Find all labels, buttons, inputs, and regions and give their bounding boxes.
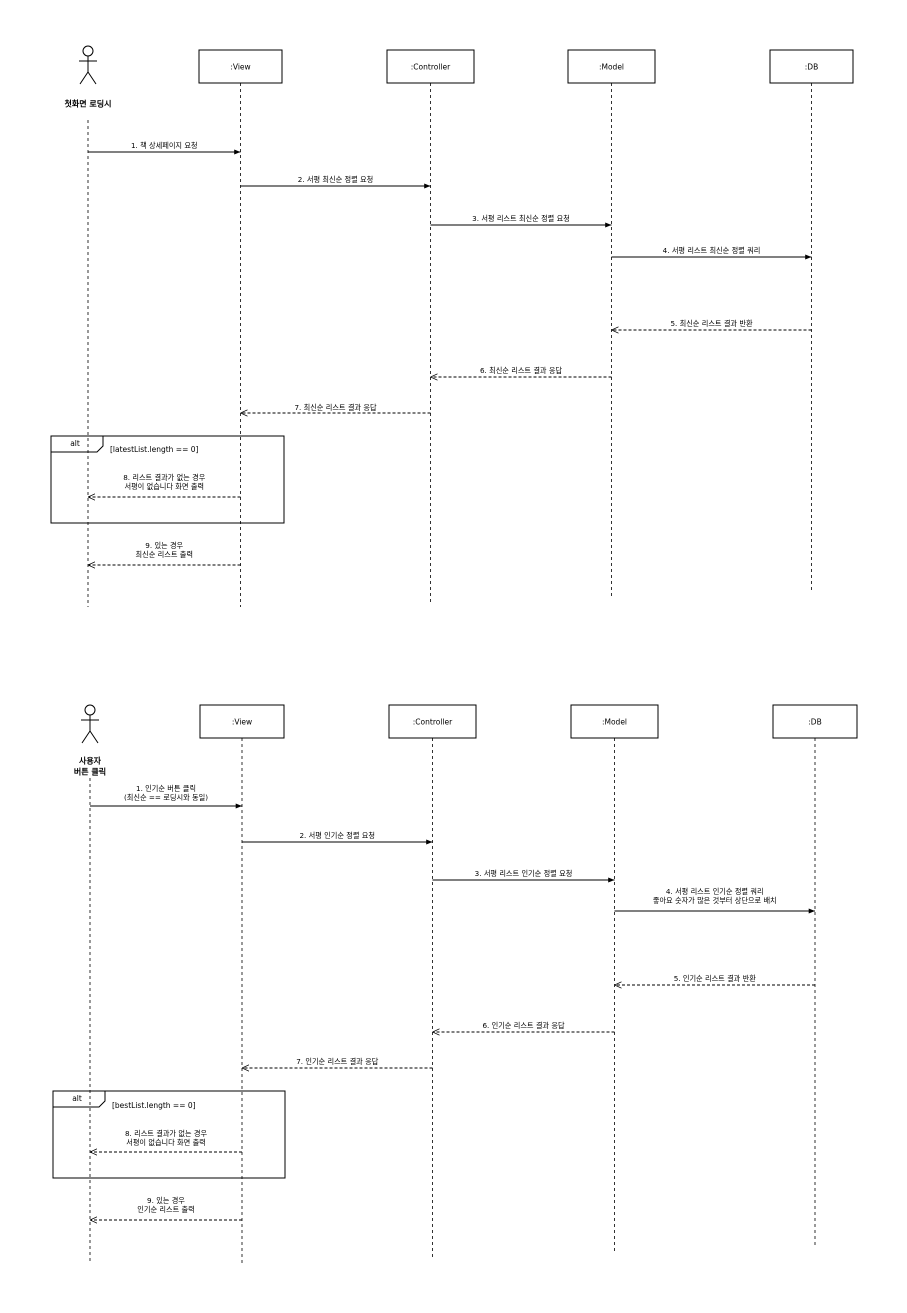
alt-fragment bbox=[52, 1090, 286, 1179]
actor-icon bbox=[81, 704, 99, 744]
alt-tag: alt bbox=[72, 1094, 82, 1103]
participant-label: :Controller bbox=[413, 718, 453, 727]
message-label: 2. 서평 인기순 정렬 요청 bbox=[299, 831, 375, 840]
message-label: 7. 인기순 리스트 결과 응답 bbox=[296, 1057, 379, 1066]
message-label: 4. 서평 리스트 인기순 정렬 쿼리 bbox=[666, 887, 764, 896]
message-label: 인기순 리스트 출력 bbox=[137, 1205, 194, 1214]
actor-label: 첫화면 로딩시 bbox=[65, 99, 112, 109]
alt-tag: alt bbox=[70, 439, 80, 448]
participant-label: :View bbox=[232, 718, 252, 727]
actor-label: 버튼 클릭 bbox=[74, 767, 106, 777]
alt-guard: [latestList.length == 0] bbox=[110, 445, 199, 454]
message-label: 8. 리스트 결과가 없는 경우 bbox=[125, 1129, 208, 1138]
message-label: 서평이 없습니다 화면 출력 bbox=[124, 482, 204, 491]
participant-label: :Model bbox=[602, 718, 627, 727]
alt-tag-box bbox=[51, 436, 104, 453]
message-label: 4. 서평 리스트 최신순 정렬 쿼리 bbox=[663, 246, 761, 255]
participant-box-db bbox=[772, 704, 858, 739]
message-label: 3. 서평 리스트 인기순 정렬 요청 bbox=[475, 869, 573, 878]
participant-box-model bbox=[570, 704, 659, 739]
participant-box-controller bbox=[388, 704, 477, 739]
participant-box-model bbox=[567, 49, 656, 84]
message-label: 9. 있는 경우 bbox=[147, 1196, 185, 1205]
message-label: 3. 서평 리스트 최신순 정렬 요청 bbox=[472, 214, 570, 223]
message-label: 좋아요 숫자가 많은 것부터 상단으로 배치 bbox=[653, 896, 777, 905]
message-label: 서평이 없습니다 화면 출력 bbox=[126, 1138, 206, 1147]
sequence-diagram-1: 첫화면 로딩시 :View :Controller :Model :DB alt [late… bbox=[50, 45, 854, 607]
message-label: 9. 있는 경우 bbox=[145, 541, 183, 550]
actor-icon bbox=[79, 45, 97, 85]
message-label: 7. 최신순 리스트 결과 응답 bbox=[294, 403, 377, 412]
message-label: 8. 리스트 결과가 없는 경우 bbox=[123, 473, 206, 482]
participant-box-controller bbox=[386, 49, 475, 84]
participant-box-db bbox=[769, 49, 854, 84]
message-label: 5. 최신순 리스트 결과 반환 bbox=[670, 319, 753, 328]
alt-tag-box bbox=[53, 1091, 106, 1108]
message-label: (최신순 == 로딩시와 동일) bbox=[124, 793, 208, 802]
alt-fragment bbox=[50, 435, 285, 524]
message-label: 2. 서평 최신순 정렬 요청 bbox=[298, 175, 374, 184]
participant-label: :View bbox=[230, 63, 250, 72]
participant-label: :Controller bbox=[411, 63, 451, 72]
message-label: 6. 인기순 리스트 결과 응답 bbox=[482, 1021, 565, 1030]
participant-label: :Model bbox=[599, 63, 624, 72]
participant-label: :DB bbox=[808, 718, 821, 727]
message-label: 1. 인기순 버튼 클릭 bbox=[136, 784, 196, 793]
participant-label: :DB bbox=[805, 63, 818, 72]
actor-label: 사용자 bbox=[79, 756, 102, 766]
participant-box-view bbox=[198, 49, 283, 84]
message-label: 1. 책 상세페이지 요청 bbox=[131, 141, 198, 150]
message-label: 6. 최신순 리스트 결과 응답 bbox=[480, 366, 563, 375]
participant-box-view bbox=[199, 704, 285, 739]
message-label: 최신순 리스트 출력 bbox=[136, 550, 193, 559]
alt-guard: [bestList.length == 0] bbox=[112, 1101, 196, 1110]
message-label: 5. 인기순 리스트 결과 반환 bbox=[674, 974, 757, 983]
